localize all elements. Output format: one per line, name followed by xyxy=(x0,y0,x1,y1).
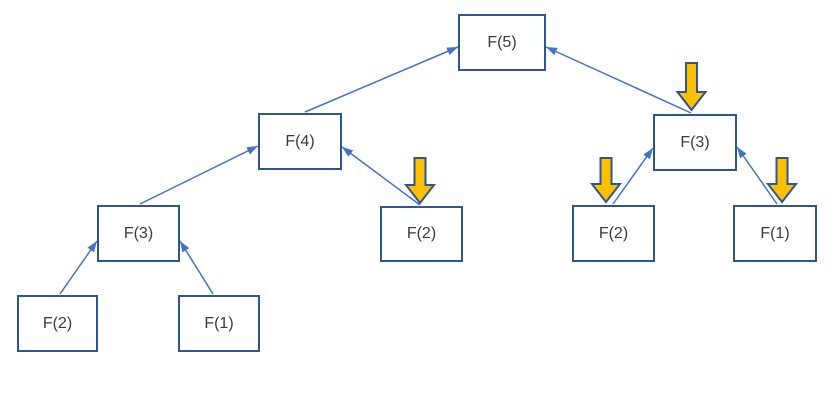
node-f3-left: F(3) xyxy=(97,205,180,262)
node-f2-mid-label: F(2) xyxy=(406,225,437,242)
node-f4-label: F(4) xyxy=(285,132,315,150)
node-f4: F(4) xyxy=(258,113,342,170)
node-f1-left: F(1) xyxy=(178,295,260,352)
node-f2-mid: F(2) xyxy=(380,206,463,262)
node-f2-left: F(2) xyxy=(17,295,98,352)
connector-f1right-to-f3right xyxy=(736,146,778,205)
node-f1-left-label: F(1) xyxy=(204,314,234,332)
connector-f2left-to-f3left xyxy=(59,240,98,295)
node-f2-left-label: F(2) xyxy=(42,314,73,332)
connector-f3left-to-f4 xyxy=(139,145,259,205)
node-f3-right-label: F(3) xyxy=(680,133,710,151)
memo-down-arrow-icon-f2-mid xyxy=(403,157,437,205)
connector-f4-to-f5 xyxy=(304,46,459,113)
connector-f2mid-to-f4 xyxy=(341,146,421,206)
memo-down-arrow-icon-f1-right xyxy=(765,157,799,204)
connector-f3right-to-f5 xyxy=(545,46,692,114)
node-f2-right: F(2) xyxy=(572,205,655,262)
node-f3-left-label: F(3) xyxy=(123,224,154,242)
memo-down-arrow-icon-f2-right xyxy=(589,157,623,204)
connector-f2right-to-f3right xyxy=(612,147,654,205)
node-f5-label: F(5) xyxy=(487,33,517,51)
node-f2-right-label: F(2) xyxy=(598,224,629,242)
node-f1-right-label: F(1) xyxy=(760,224,790,242)
node-f1-right: F(1) xyxy=(733,205,817,262)
node-f3-right: F(3) xyxy=(653,114,737,171)
node-f5: F(5) xyxy=(458,14,546,71)
connector-f1left-to-f3left xyxy=(179,240,214,295)
memo-down-arrow-icon-f3-right xyxy=(675,62,708,112)
